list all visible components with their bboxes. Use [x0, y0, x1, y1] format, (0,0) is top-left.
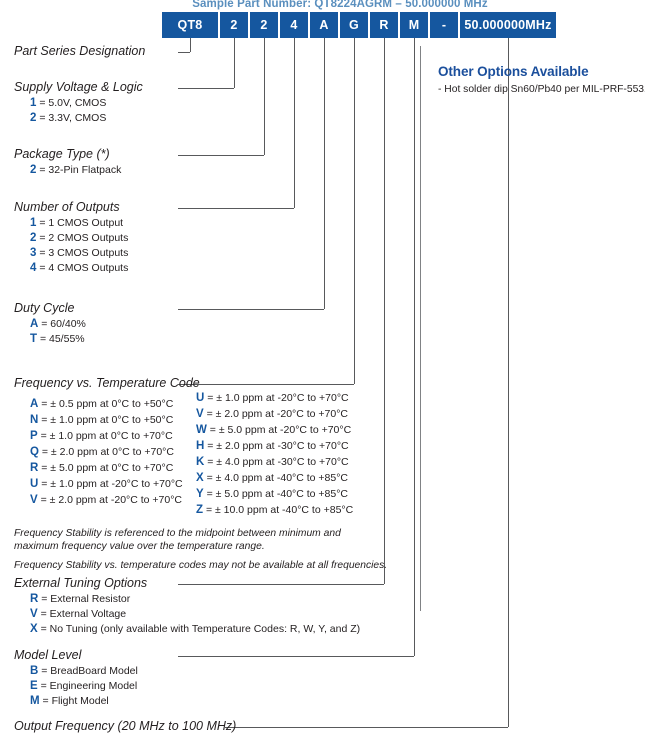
part-number-box-5: G: [340, 12, 368, 38]
leader-line-vertical-3: [294, 38, 295, 208]
note-line-3: Frequency Stability vs. temperature code…: [14, 560, 388, 571]
section-title-part-series: Part Series Designation: [14, 44, 146, 58]
option-row: X = ± 4.0 ppm at -40°C to +85°C: [196, 472, 348, 484]
option-row: W = ± 5.0 ppm at -20°C to +70°C: [196, 424, 352, 436]
section-supply-voltage: Supply Voltage & Logic 1 = 5.0V, CMOS 2 …: [14, 80, 143, 124]
leader-line-horizontal-2: [178, 155, 264, 156]
leader-line-vertical-2: [264, 38, 265, 155]
part-number-box-4: A: [310, 12, 338, 38]
option-row: Q = ± 2.0 ppm at 0°C to +70°C: [30, 446, 174, 458]
section-title-duty-cycle: Duty Cycle: [14, 301, 75, 315]
leader-line-horizontal-8: [225, 727, 508, 728]
section-package-type: Package Type (*) 2 = 32-Pin Flatpack: [14, 147, 121, 176]
leader-line-vertical-0: [190, 38, 191, 52]
leader-line-horizontal-6: [178, 584, 384, 585]
note-line-1: Frequency Stability is referenced to the…: [14, 528, 341, 539]
option-row: V = ± 2.0 ppm at -20°C to +70°C: [196, 408, 348, 420]
section-title-frequency-vs-temperature: Frequency vs. Temperature Code: [14, 376, 200, 390]
option-row: Y = ± 5.0 ppm at -40°C to +85°C: [196, 488, 348, 500]
part-number-box-6: R: [370, 12, 398, 38]
option-row: V = ± 2.0 ppm at -20°C to +70°C: [30, 494, 182, 506]
leader-line-horizontal-0: [178, 52, 190, 53]
leader-line-vertical-6: [384, 38, 385, 584]
option-row: B = BreadBoard Model: [30, 665, 138, 677]
part-number-box-2: 2: [250, 12, 278, 38]
leader-line-vertical-5: [354, 38, 355, 384]
option-row: Z = ± 10.0 ppm at -40°C to +85°C: [196, 504, 354, 516]
frequency-stability-notes: Frequency Stability is referenced to the…: [14, 527, 387, 572]
part-number-box-8: -: [430, 12, 458, 38]
section-output-frequency: Output Frequency (20 MHz to 100 MHz): [14, 719, 236, 733]
temperature-codes-left-column: A = ± 0.5 ppm at 0°C to +50°C N = ± 1.0 p…: [30, 394, 183, 506]
option-row: T = 45/55%: [30, 333, 85, 345]
part-number-box-3: 4: [280, 12, 308, 38]
leader-line-vertical-7: [414, 38, 415, 656]
leader-line-horizontal-5: [178, 384, 354, 385]
option-row: 2 = 2 CMOS Outputs: [30, 232, 129, 244]
option-row: X = No Tuning (only available with Tempe…: [30, 623, 361, 635]
panel-divider: [420, 46, 421, 611]
note-line-2: maximum frequency value over the tempera…: [14, 541, 265, 552]
option-row: U = ± 1.0 ppm at -20°C to +70°C: [196, 392, 349, 404]
leader-line-horizontal-3: [178, 208, 294, 209]
section-duty-cycle: Duty Cycle A = 60/40% T = 45/55%: [14, 301, 86, 345]
option-row: N = ± 1.0 ppm at 0°C to +50°C: [30, 414, 174, 426]
option-row: 2 = 32-Pin Flatpack: [30, 164, 122, 176]
option-row: A = 60/40%: [30, 318, 86, 330]
part-number-box-9: 50.000000MHz: [460, 12, 556, 38]
option-row: 1 = 1 CMOS Output: [30, 217, 124, 229]
option-row: K = ± 4.0 ppm at -30°C to +70°C: [196, 456, 349, 468]
section-frequency-vs-temperature: Frequency vs. Temperature Code: [14, 376, 200, 390]
leader-line-vertical-1: [234, 38, 235, 88]
part-number-box-7: M: [400, 12, 428, 38]
part-number-box-1: 2: [220, 12, 248, 38]
section-title-external-tuning: External Tuning Options: [14, 576, 148, 590]
option-row: 1 = 5.0V, CMOS: [30, 97, 107, 109]
leader-line-horizontal-4: [178, 309, 324, 310]
option-row: V = External Voltage: [30, 608, 127, 620]
section-title-model-level: Model Level: [14, 648, 82, 662]
section-title-supply-voltage: Supply Voltage & Logic: [14, 80, 143, 94]
part-number-box-0: QT8: [162, 12, 218, 38]
section-external-tuning: External Tuning Options R = External Res…: [14, 576, 360, 635]
option-row: U = ± 1.0 ppm at -20°C to +70°C: [30, 478, 183, 490]
temperature-codes-right-column: U = ± 1.0 ppm at -20°C to +70°C V = ± 2.0…: [196, 388, 353, 516]
option-row: 4 = 4 CMOS Outputs: [30, 262, 129, 274]
option-row: M = Flight Model: [30, 695, 109, 707]
section-number-of-outputs: Number of Outputs 1 = 1 CMOS Output 2 = …: [14, 200, 128, 274]
leader-line-vertical-4: [324, 38, 325, 309]
other-options-item: - Hot solder dip Sn60/Pb40 per MIL-PRF-5…: [438, 84, 645, 95]
option-row: P = ± 1.0 ppm at 0°C to +70°C: [30, 430, 173, 442]
section-title-number-of-outputs: Number of Outputs: [14, 200, 120, 214]
option-row: R = External Resistor: [30, 593, 131, 605]
section-title-output-frequency: Output Frequency (20 MHz to 100 MHz): [14, 719, 237, 733]
option-row: 3 = 3 CMOS Outputs: [30, 247, 129, 259]
leader-line-horizontal-1: [178, 88, 234, 89]
leader-line-vertical-8: [508, 38, 509, 727]
option-row: R = ± 5.0 ppm at 0°C to +70°C: [30, 462, 174, 474]
option-row: 2 = 3.3V, CMOS: [30, 112, 107, 124]
section-title-package-type: Package Type (*): [14, 147, 110, 161]
sample-part-number-title: Sample Part Number: QT8224AGRM – 50.0000…: [192, 0, 488, 10]
other-options-title: Other Options Available: [438, 64, 589, 79]
option-row: A = ± 0.5 ppm at 0°C to +50°C: [30, 398, 174, 410]
leader-line-horizontal-7: [178, 656, 414, 657]
option-row: H = ± 2.0 ppm at -30°C to +70°C: [196, 440, 349, 452]
option-row: E = Engineering Model: [30, 680, 138, 692]
section-model-level: Model Level B = BreadBoard Model E = Eng…: [14, 648, 138, 707]
section-part-series: Part Series Designation: [14, 44, 145, 58]
